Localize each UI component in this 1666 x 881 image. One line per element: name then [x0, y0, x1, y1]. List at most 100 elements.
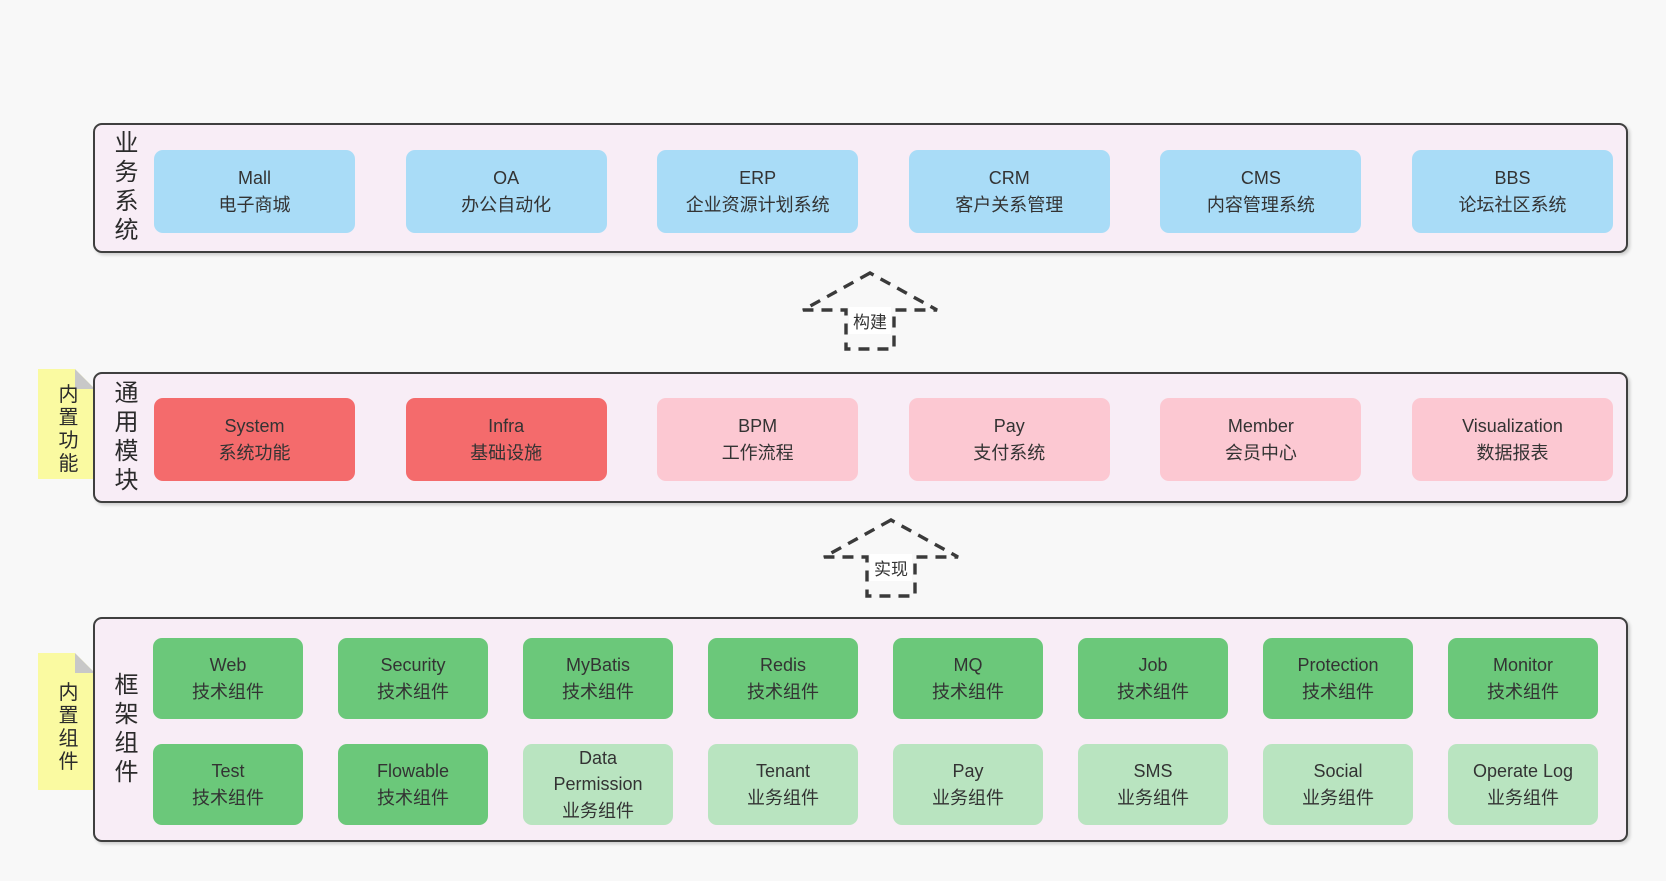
box-title: CMS — [1240, 168, 1281, 189]
box-title: SMS — [1133, 761, 1173, 782]
box-subtitle: 技术组件 — [932, 681, 1004, 702]
box-mq: MQ 技术组件 — [893, 638, 1043, 719]
box-subtitle: 客户关系管理 — [955, 194, 1064, 215]
box-web: Web 技术组件 — [153, 638, 303, 719]
box-subtitle: 业务组件 — [747, 787, 819, 808]
box-bpm: BPM 工作流程 — [657, 398, 859, 481]
box-rows: System 系统功能 Infra 基础设施 BPM 工作流程 Pay 支付系统 Member 会… — [95, 374, 1626, 481]
box-flowable: Flowable 技术组件 — [338, 744, 488, 825]
panel-side-label: 框架组件 — [110, 671, 137, 788]
box-job: Job 技术组件 — [1078, 638, 1228, 719]
box-title: Data Permission — [553, 748, 643, 795]
arrow-up-build-icon: 构建 — [801, 271, 939, 351]
box-subtitle: 技术组件 — [1302, 681, 1374, 702]
box-title: Test — [211, 761, 245, 782]
box-title: BBS — [1494, 168, 1531, 189]
box-title: BPM — [738, 416, 778, 437]
box-subtitle: 基础设施 — [470, 442, 543, 463]
box-erp: ERP 企业资源计划系统 — [657, 150, 859, 233]
box-title: Job — [1138, 655, 1168, 676]
box-title: Member — [1227, 416, 1294, 437]
box-subtitle: 技术组件 — [377, 787, 449, 808]
box-security: Security 技术组件 — [338, 638, 488, 719]
box-title: Protection — [1297, 655, 1379, 676]
box-member: Member 会员中心 — [1160, 398, 1362, 481]
box-subtitle: 支付系统 — [973, 442, 1046, 463]
box-subtitle: 业务组件 — [932, 787, 1004, 808]
arrow-up-implement-icon: 实现 — [822, 518, 960, 598]
box-test: Test 技术组件 — [153, 744, 303, 825]
box-subtitle: 系统功能 — [218, 442, 291, 463]
box-pay: Pay 业务组件 — [893, 744, 1043, 825]
box-title: MyBatis — [565, 655, 630, 676]
box-oa: OA 办公自动化 — [405, 150, 607, 233]
box-title: Operate Log — [1472, 761, 1574, 782]
tab-label: 内置组件 — [55, 681, 77, 774]
box-subtitle: 工作流程 — [721, 442, 794, 463]
folded-corner-icon — [75, 653, 95, 673]
box-subtitle: 数据报表 — [1476, 442, 1549, 463]
box-title: Flowable — [376, 761, 450, 782]
box-title: Security — [380, 655, 446, 676]
box-subtitle: 论坛社区系统 — [1458, 194, 1567, 215]
sticky-tab-builtin-components: 内置组件 — [38, 653, 95, 790]
box-subtitle: 办公自动化 — [461, 194, 552, 215]
box-subtitle: 业务组件 — [1302, 787, 1374, 808]
panel-side-label: 业务系统 — [110, 130, 137, 246]
box-title: Redis — [759, 655, 807, 676]
box-crm: CRM 客户关系管理 — [908, 150, 1110, 233]
box-title: System — [224, 416, 285, 437]
panel-common-modules: 通用模块 System 系统功能 Infra 基础设施 BPM 工作流程 Pay 支付系统 Me… — [93, 372, 1628, 503]
box-protection: Protection 技术组件 — [1263, 638, 1413, 719]
box-title: Pay — [993, 416, 1025, 437]
box-title: Web — [209, 655, 247, 676]
sticky-tab-builtin-features: 内置功能 — [38, 369, 95, 479]
box-title: Tenant — [755, 761, 811, 782]
box-subtitle: 企业资源计划系统 — [685, 194, 830, 215]
box-title: Social — [1313, 761, 1363, 782]
box-title: MQ — [953, 655, 983, 676]
box-infra: Infra 基础设施 — [405, 398, 607, 481]
arrow-label: 构建 — [849, 307, 891, 334]
box-system: System 系统功能 — [154, 398, 355, 481]
box-tenant: Tenant 业务组件 — [708, 744, 858, 825]
box-cms: CMS 内容管理系统 — [1160, 150, 1362, 233]
box-subtitle: 技术组件 — [562, 681, 634, 702]
box-subtitle: 技术组件 — [377, 681, 449, 702]
box-subtitle: 技术组件 — [1117, 681, 1189, 702]
box-subtitle: 技术组件 — [192, 681, 264, 702]
box-title: OA — [493, 168, 520, 189]
box-subtitle: 会员中心 — [1224, 442, 1297, 463]
box-title: Infra — [488, 416, 525, 437]
box-subtitle: 技术组件 — [192, 787, 264, 808]
tab-label: 内置功能 — [55, 383, 77, 476]
box-subtitle: 内容管理系统 — [1206, 194, 1315, 215]
box-title: Pay — [952, 761, 984, 782]
box-social: Social 业务组件 — [1263, 744, 1413, 825]
box-title: Visualization — [1462, 416, 1563, 437]
box-bbs: BBS 论坛社区系统 — [1411, 150, 1613, 233]
box-title: ERP — [739, 168, 777, 189]
box-subtitle: 技术组件 — [747, 681, 819, 702]
box-visualization: Visualization 数据报表 — [1411, 398, 1613, 481]
box-redis: Redis 技术组件 — [708, 638, 858, 719]
box-row: System 系统功能 Infra 基础设施 BPM 工作流程 Pay 支付系统 Member 会… — [154, 398, 1613, 481]
box-title: CRM — [988, 168, 1030, 189]
box-mybatis: MyBatis 技术组件 — [523, 638, 673, 719]
box-pay: Pay 支付系统 — [908, 398, 1110, 481]
panel-side-label: 通用模块 — [110, 379, 137, 496]
arrow-label: 实现 — [870, 554, 912, 581]
